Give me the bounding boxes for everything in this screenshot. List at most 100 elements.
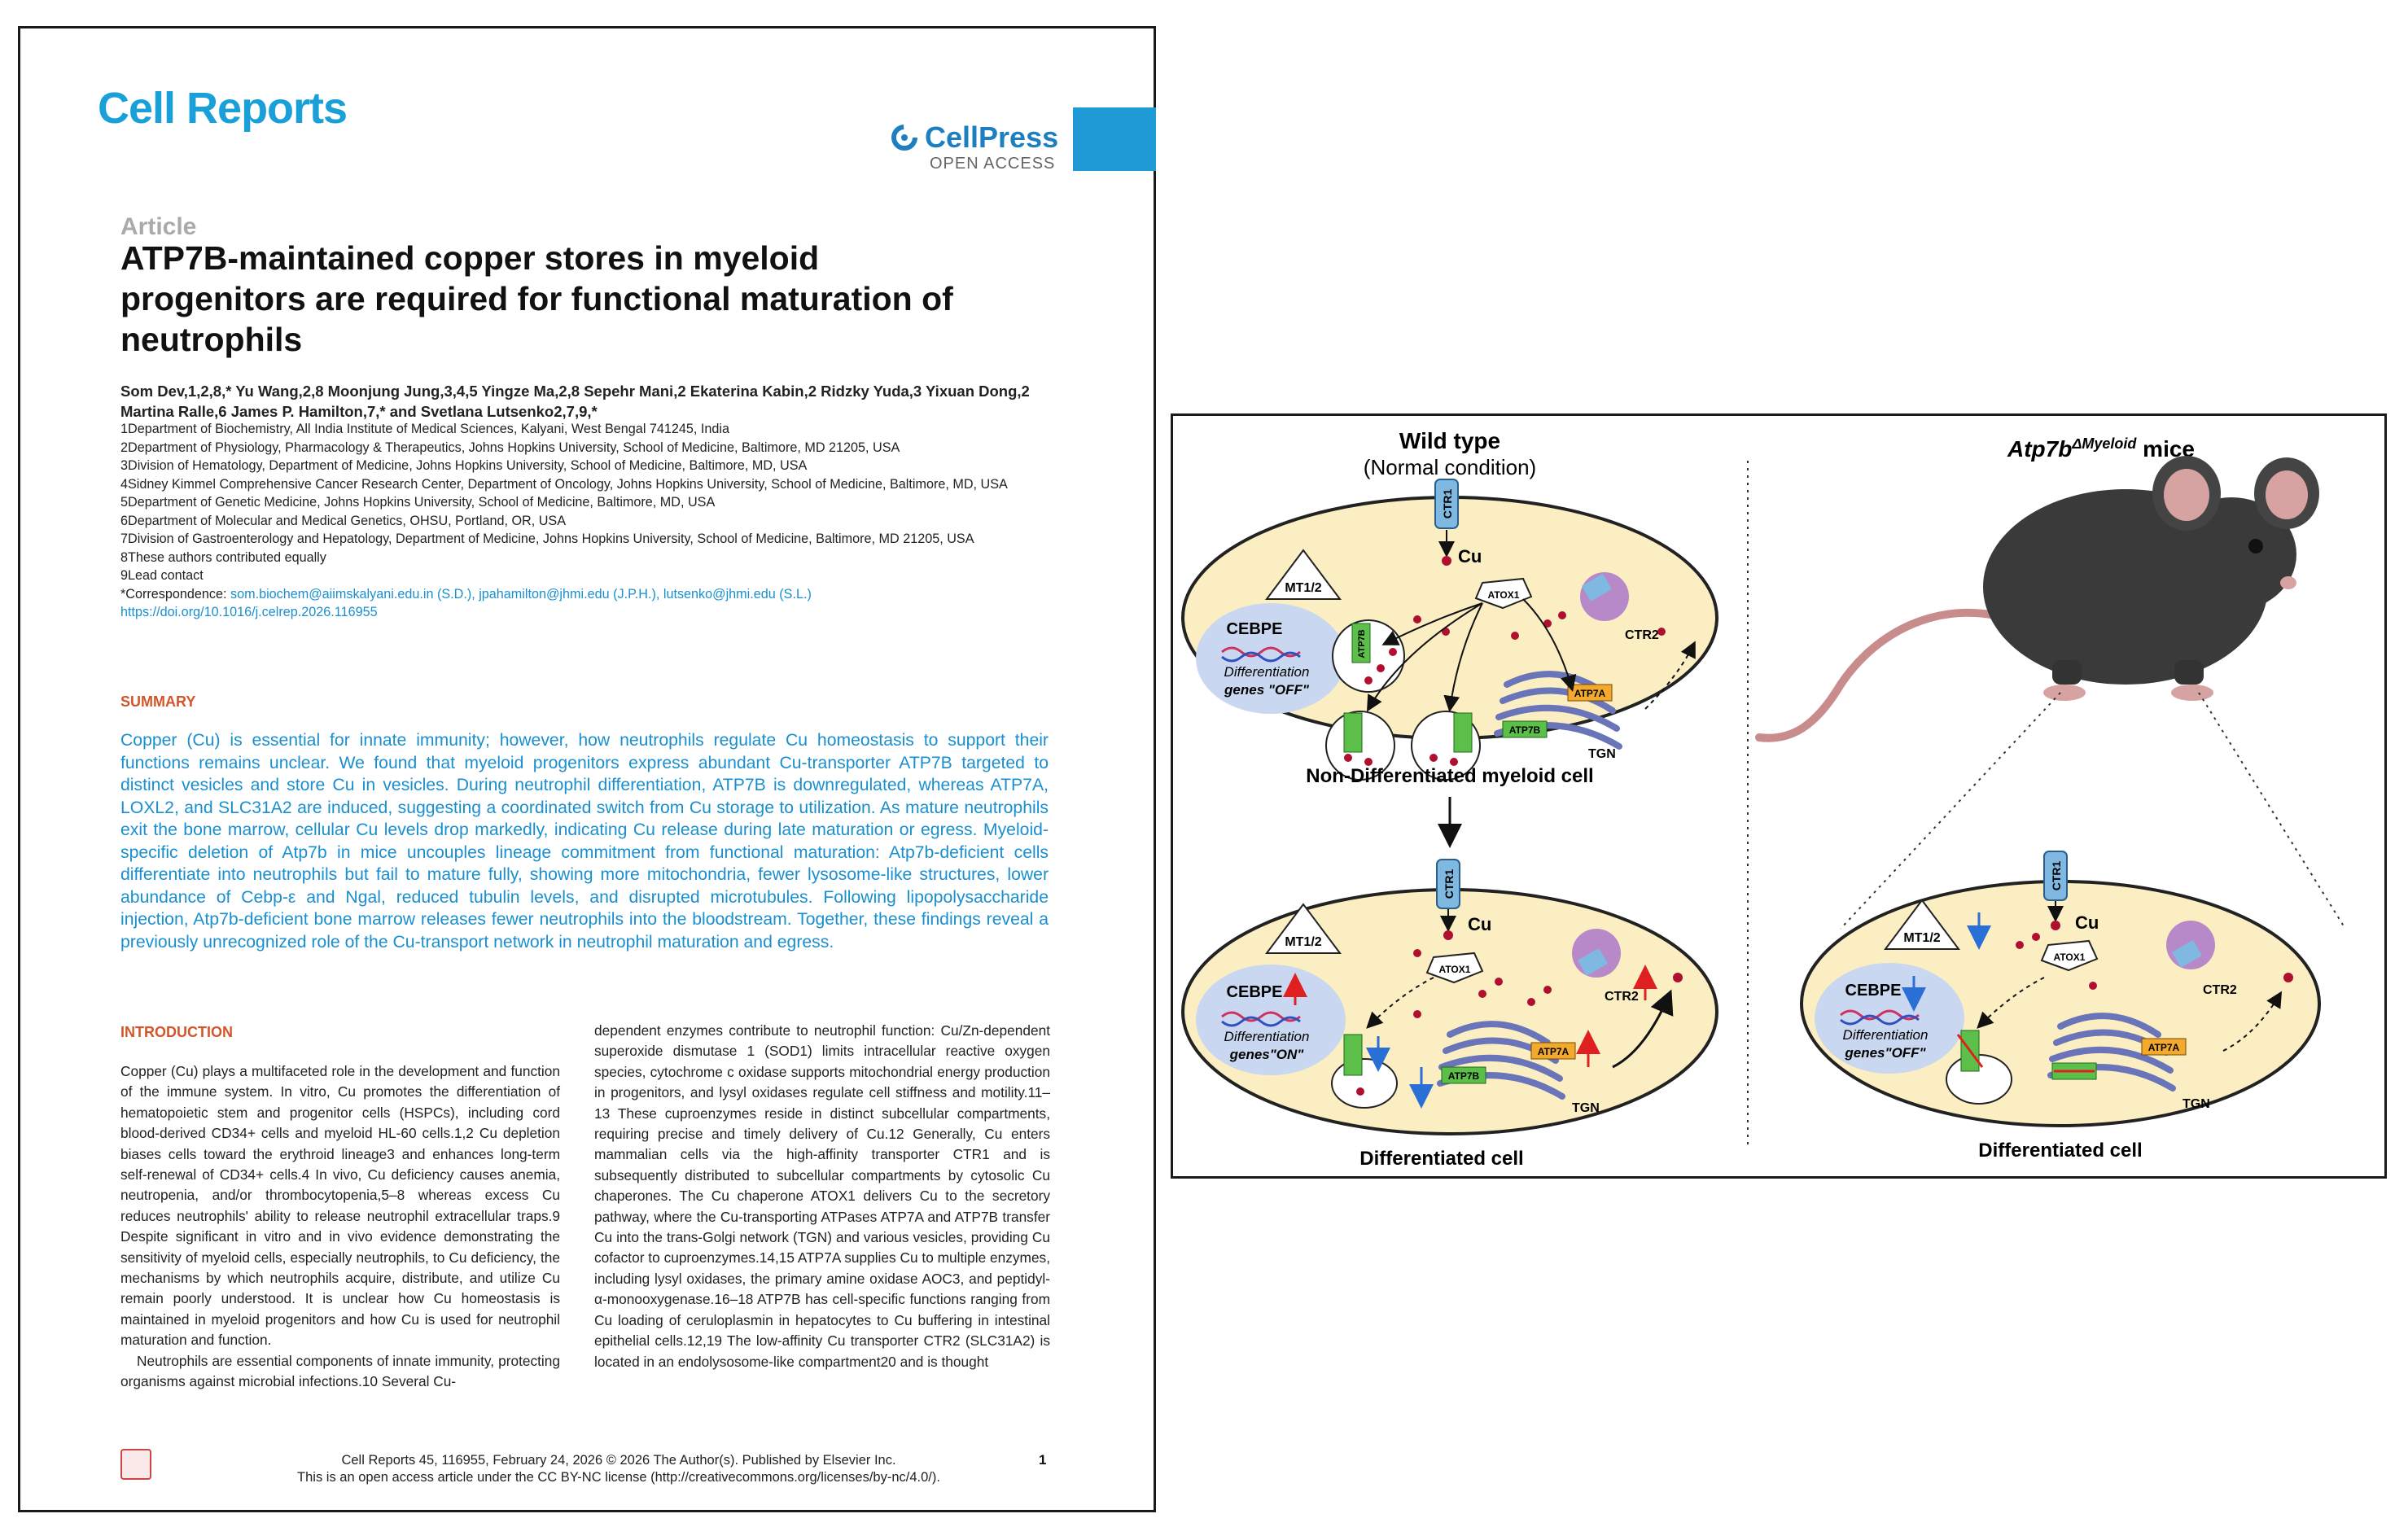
tgn-label: TGN [1588,747,1616,761]
atp7a-box [1567,684,1613,702]
tgn-label: TGN [1572,1101,1600,1115]
atp7b-label: ATP7B [1448,1070,1480,1082]
journal-name: Cell Reports [98,84,348,133]
vesicle [1331,1058,1398,1109]
ctr1-label: CTR1 [1443,869,1456,899]
ctr2-channel [1582,573,1612,602]
footer-license: This is an open access article under the… [297,1470,940,1485]
footer-citation: Cell Reports 45, 116955, February 24, 20… [341,1453,896,1468]
atp7a-label: ATP7A [1574,688,1606,699]
nucleus [1196,603,1346,714]
ctr2-channel [2172,939,2202,968]
mt-label: MT1/2 [1285,581,1321,595]
atox1-label: ATOX1 [1439,964,1471,975]
summary-text: Copper (Cu) is essential for innate immu… [120,731,1049,952]
ctr1-label: CTR1 [1441,489,1454,519]
paper-page [18,26,1156,1512]
atp7b-box [1502,720,1548,738]
atp7a-box [2141,1038,2187,1056]
atox1-shape [2040,939,2099,972]
wild-type-subtitle: (Normal condition) [1364,455,1536,479]
affiliation: 4Sidney Kimmel Comprehensive Cancer Rese… [120,476,1008,492]
page-footer: Cell Reports 45, 116955, February 24, 20… [228,1452,1009,1486]
affiliation: 8These authors contributed equally [120,549,326,565]
atox1-label: ATOX1 [2054,952,2086,963]
diff-genes-label: Differentiation [1224,1029,1310,1044]
open-access-label: OPEN ACCESS [930,155,1056,173]
bottom-left-caption: Differentiated cell [1359,1148,1523,1170]
intro-paragraph: Neutrophils are essential components of … [120,1352,560,1390]
diff-genes-label: Differentiation [1224,664,1310,680]
affiliation: 9Lead contact [120,568,204,583]
nucleus [1196,965,1346,1075]
ctr2-channel [1578,947,1608,976]
knockout-title: Atp7bΔMyeloid mice [2007,435,2195,462]
cu-label: Cu [1458,546,1482,567]
cebpe-label: CEBPE [1845,982,1902,1000]
paper-title: ATP7B-maintained copper stores in myeloi… [120,239,953,358]
atp7a-box [1530,1042,1576,1060]
correspondence-emails[interactable]: som.biochem@aiimskalyani.edu.in (S.D.), … [230,586,812,602]
cebpe-label: CEBPE [1227,620,1283,638]
genes-off-label: genes"OFF" [1844,1045,1926,1061]
brand-bar [1073,107,1156,171]
diff-genes-label: Differentiation [1843,1027,1929,1043]
atox1-shape [1474,577,1533,610]
ctr1-channel [1434,479,1459,529]
genes-off-label: genes "OFF" [1224,682,1310,698]
ctr2-label: CTR2 [1625,628,1659,642]
atp7b-label: ATP7B [1509,724,1541,736]
ctr1-label: CTR1 [2050,861,2063,891]
nucleus [1815,963,1964,1074]
ctr2-label: CTR2 [2203,983,2237,997]
wild-type-title: Wild type [1399,428,1500,453]
doi-link[interactable]: https://doi.org/10.1016/j.celrep.2026.11… [120,605,378,619]
cell-differentiated-wt: CTR1 Cu MT1/2 ATOX1 CTR2 CEBPE Different… [1181,859,1718,1135]
cell-nondifferentiated: CTR1 Cu MT1/2 ATOX1 CTR2 CEBPE Different… [1181,479,1718,781]
mt-triangle [1884,899,1960,950]
introduction-heading: INTRODUCTION [120,1024,233,1040]
mt-label: MT1/2 [1903,931,1940,945]
atp7a-label: ATP7A [2148,1042,2180,1053]
figure-canvas: Wild type (Normal condition) Atp7bΔMyelo… [1181,428,2346,1170]
mt-triangle [1265,549,1342,600]
cu-label: Cu [1468,914,1491,934]
publisher-name: CellPress [925,120,1059,154]
cellpress-icon [891,125,917,151]
affiliation: 1Department of Biochemistry, All India I… [120,422,730,436]
zoom-line [1840,692,2061,930]
genes-on-label: genes"ON" [1229,1047,1305,1062]
atox1-shape [1425,952,1484,984]
correspondence: *Correspondence: som.biochem@aiimskalyan… [120,585,1065,604]
article-type: Article [120,213,197,240]
affiliation: 6Department of Molecular and Medical Gen… [120,513,567,528]
ctr1-channel [2043,851,2068,901]
ctr2-label: CTR2 [1605,990,1639,1004]
mouse-illustration [1755,456,2319,742]
graphical-abstract: Wild type (Normal condition) Atp7bΔMyelo… [1171,413,2387,1179]
atox1-label: ATOX1 [1488,589,1520,601]
zoom-line [2198,692,2346,930]
bottom-right-caption: Differentiated cell [1978,1140,2142,1162]
author-list: Som Dev,1,2,8,* Yu Wang,2,8 Moonjung Jun… [120,383,1030,420]
affiliations: 1Department of Biochemistry, All India I… [120,420,1065,622]
mt-triangle [1265,903,1342,954]
tgn-label: TGN [2183,1097,2210,1111]
intro-paragraph: Copper (Cu) plays a multifaceted role in… [120,1063,560,1349]
top-cell-caption: Non-Differentiated myeloid cell [1306,765,1593,787]
affiliation: 3Division of Hematology, Department of M… [120,458,808,473]
intro-column-right: dependent enzymes contribute to neutroph… [594,1022,1050,1370]
affiliation: 7Division of Gastroenterology and Hepato… [120,532,974,546]
intro-column-left: Copper (Cu) plays a multifaceted role in… [120,1061,560,1393]
cell-differentiated-ko: CTR1 Cu MT1/2 ATOX1 CTR2 CEBPE Different… [1800,851,2321,1127]
atp7b-box [1441,1066,1486,1084]
cu-label: Cu [2075,912,2099,933]
page-number: 1 [1039,1452,1047,1468]
atp7b-label: ATP7B [1357,629,1367,658]
ctr1-channel [1436,859,1460,909]
affiliation: 5Department of Genetic Medicine, Johns H… [120,495,716,510]
summary-heading: SUMMARY [120,693,196,710]
crossmark-icon[interactable] [120,1449,151,1480]
cebpe-label: CEBPE [1227,983,1283,1001]
cellpress-logo: CellPress [889,120,1058,155]
